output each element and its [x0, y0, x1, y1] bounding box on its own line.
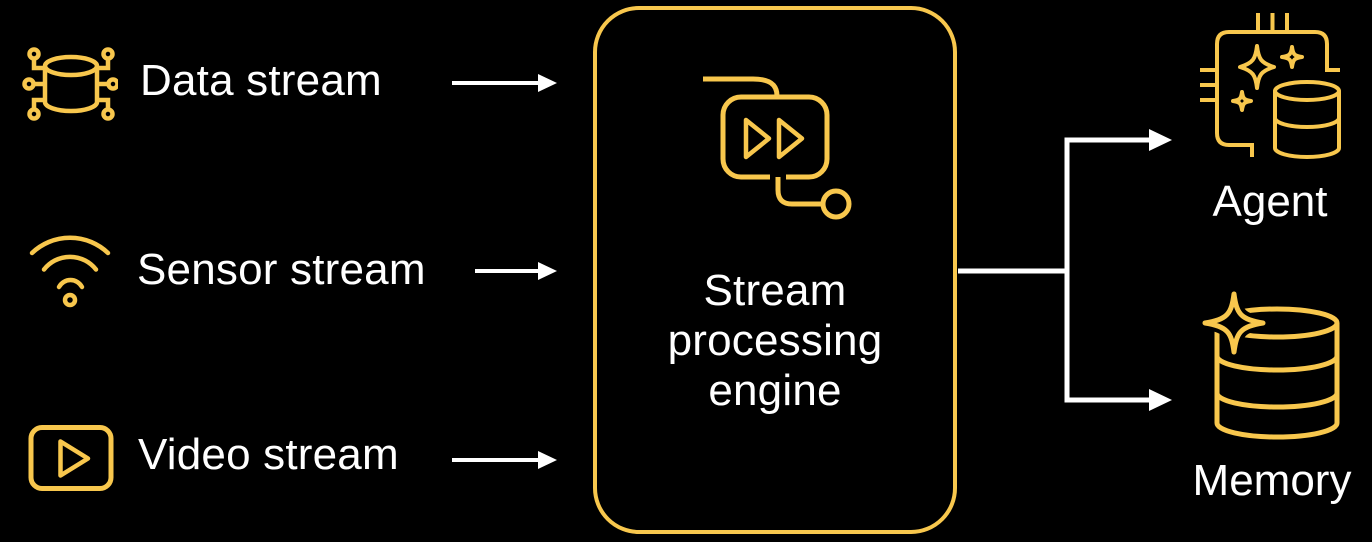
- engine-label-line2: processing: [667, 316, 883, 365]
- memory-icon: [1198, 288, 1340, 440]
- stream-processing-engine-box: [593, 6, 957, 534]
- memory-sparkle: [1198, 288, 1270, 359]
- fast-forward-flow-icon: [703, 76, 852, 220]
- arrowhead: [538, 74, 557, 92]
- video-stream-icon: [28, 425, 114, 491]
- output-label-agent: Agent: [1212, 177, 1328, 226]
- arrowhead-agent: [1149, 129, 1172, 151]
- branch-line: [958, 137, 1151, 403]
- memory-database-cylinder: [1214, 306, 1340, 440]
- sensor-stream-icon: [29, 235, 111, 308]
- engine-label-line3: engine: [708, 366, 842, 415]
- arrowhead: [538, 262, 557, 280]
- data-stream-icon: [22, 47, 118, 121]
- engine-label: Stream processing engine: [593, 266, 957, 416]
- arrowhead-memory: [1149, 389, 1172, 411]
- input-label-data-stream: Data stream: [140, 56, 382, 105]
- agent-icon: [1200, 13, 1345, 163]
- input-label-video-stream: Video stream: [138, 430, 399, 479]
- agent-database-cylinder: [1269, 76, 1345, 163]
- input-label-sensor-stream: Sensor stream: [137, 245, 426, 294]
- output-label-memory: Memory: [1192, 456, 1352, 505]
- arrowhead: [538, 451, 557, 469]
- engine-label-line1: Stream: [703, 266, 847, 315]
